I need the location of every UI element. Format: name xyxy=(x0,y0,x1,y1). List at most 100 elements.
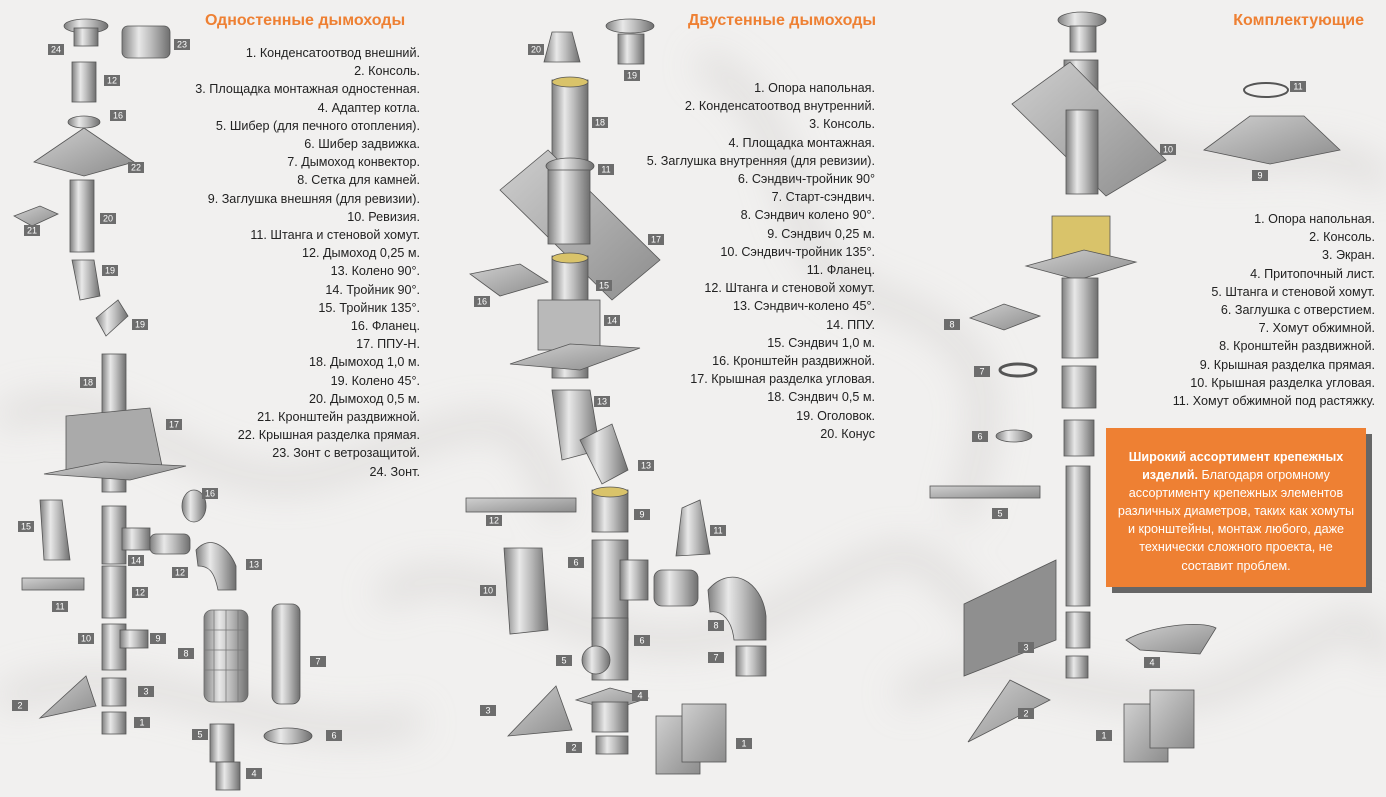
promo-headline: Широкий ассортимент крепежных изделий. xyxy=(1128,450,1344,483)
list-item: 2. Конденсатоотвод внутренний. xyxy=(684,99,875,114)
list-item: 10. Сэндвич-тройник 135°. xyxy=(720,244,875,259)
list-item: 5. Шибер (для печного отопления). xyxy=(215,118,420,133)
svg-text:18: 18 xyxy=(83,378,93,388)
svg-text:1: 1 xyxy=(1101,731,1106,741)
section-title-single-wall: Одностенные дымоходы xyxy=(205,12,406,29)
svg-text:16: 16 xyxy=(477,297,487,307)
list-item: 19. Оголовок. xyxy=(796,408,875,423)
list-item: 7. Хомут обжимной. xyxy=(1258,321,1375,336)
list-item: 10. Крышная разделка угловая. xyxy=(1190,375,1375,390)
double-wall-parts xyxy=(465,18,767,775)
list-item: 4. Адаптер котла. xyxy=(317,100,420,115)
svg-text:6: 6 xyxy=(977,432,982,442)
list-item: 22. Крышная разделка прямая. xyxy=(237,428,420,443)
part-number-tags: 24 23 12 16 22 20 21 19 19 18 17 16 15 1… xyxy=(12,39,1306,779)
list-item: 9. Крышная разделка прямая. xyxy=(1199,357,1375,372)
promo-box: Широкий ассортимент крепежных изделий. Б… xyxy=(1106,428,1366,587)
svg-text:9: 9 xyxy=(155,634,160,644)
list-item: 12. Дымоход 0,25 м. xyxy=(301,246,420,261)
svg-text:14: 14 xyxy=(131,556,141,566)
svg-text:13: 13 xyxy=(249,560,259,570)
list-item: 7. Старт-сэндвич. xyxy=(771,190,875,205)
svg-text:3: 3 xyxy=(143,687,148,697)
svg-text:3: 3 xyxy=(1023,643,1028,653)
list-item: 14. Тройник 90°. xyxy=(325,282,420,297)
svg-text:21: 21 xyxy=(27,226,37,236)
list-item: 3. Консоль. xyxy=(809,117,875,132)
svg-text:4: 4 xyxy=(1149,658,1154,668)
list-item: 13. Сэндвич-колено 45°. xyxy=(732,299,875,314)
list-item: 17. ППУ-Н. xyxy=(356,337,420,352)
svg-text:4: 4 xyxy=(251,769,256,779)
list-item: 5. Заглушка внутренняя (для ревизии). xyxy=(646,153,875,168)
svg-text:7: 7 xyxy=(315,657,320,667)
list-item: 9. Заглушка внешняя (для ревизии). xyxy=(207,191,420,206)
svg-text:10: 10 xyxy=(1163,145,1173,155)
svg-text:14: 14 xyxy=(607,316,617,326)
svg-text:19: 19 xyxy=(135,320,145,330)
list-item: 18. Сэндвич 0,5 м. xyxy=(767,390,875,405)
svg-text:23: 23 xyxy=(177,40,187,50)
svg-text:8: 8 xyxy=(949,320,954,330)
svg-text:13: 13 xyxy=(597,397,607,407)
list-item: 9. Сэндвич 0,25 м. xyxy=(767,226,875,241)
list-item: 8. Кронштейн раздвижной. xyxy=(1219,339,1375,354)
list-item: 15. Сэндвич 1,0 м. xyxy=(767,335,875,350)
svg-text:19: 19 xyxy=(627,71,637,81)
svg-text:2: 2 xyxy=(1023,709,1028,719)
svg-text:20: 20 xyxy=(103,214,113,224)
list-item: 1. Опора напольная. xyxy=(754,81,875,95)
list-item: 8. Сетка для камней. xyxy=(297,173,420,188)
list-item: 8. Сэндвич колено 90°. xyxy=(740,208,875,223)
list-item: 24. Зонт. xyxy=(369,464,420,479)
promo-text: Благодаря огромному ассортименту крепежн… xyxy=(1117,468,1355,573)
svg-text:13: 13 xyxy=(641,461,651,471)
svg-text:6: 6 xyxy=(331,731,336,741)
list-item: 17. Крышная разделка угловая. xyxy=(690,372,875,387)
svg-text:7: 7 xyxy=(979,367,984,377)
svg-text:12: 12 xyxy=(175,568,185,578)
svg-text:11: 11 xyxy=(713,526,722,536)
svg-text:5: 5 xyxy=(197,730,202,740)
svg-text:18: 18 xyxy=(595,118,605,128)
svg-text:22: 22 xyxy=(131,163,141,173)
list-item: 18. Дымоход 1,0 м. xyxy=(308,355,420,370)
svg-text:7: 7 xyxy=(713,653,718,663)
svg-text:17: 17 xyxy=(651,235,661,245)
section-title-accessories: Комплектующие xyxy=(1233,12,1364,29)
list-item: 11. Хомут обжимной под растяжку. xyxy=(1172,394,1375,409)
list-item: 12. Штанга и стеновой хомут. xyxy=(704,281,875,296)
svg-text:17: 17 xyxy=(169,420,179,430)
svg-text:1: 1 xyxy=(741,739,746,749)
list-item: 4. Площадка монтажная. xyxy=(728,135,875,150)
list-item: 6. Сэндвич-тройник 90° xyxy=(737,172,875,187)
list-item: 20. Конус xyxy=(820,426,875,441)
svg-text:9: 9 xyxy=(639,510,644,520)
accessories-parts-list: 1. Опора напольная.2. Консоль.3. Экран.4… xyxy=(1173,210,1375,410)
svg-text:11: 11 xyxy=(1293,82,1302,92)
single-wall-parts xyxy=(13,18,313,791)
list-item: 5. Штанга и стеновой хомут. xyxy=(1211,284,1375,299)
svg-text:3: 3 xyxy=(485,706,490,716)
svg-text:15: 15 xyxy=(21,522,31,532)
svg-text:10: 10 xyxy=(81,634,91,644)
svg-text:2: 2 xyxy=(17,701,22,711)
svg-text:5: 5 xyxy=(997,509,1002,519)
list-item: 16. Кронштейн раздвижной. xyxy=(712,354,875,369)
svg-text:11: 11 xyxy=(55,602,64,612)
svg-text:11: 11 xyxy=(601,165,610,175)
svg-text:9: 9 xyxy=(1257,171,1262,181)
list-item: 16. Фланец. xyxy=(350,319,420,334)
list-item: 6. Заглушка с отверстием. xyxy=(1220,303,1375,318)
list-item: 1. Опора напольная. xyxy=(1254,212,1375,226)
svg-text:1: 1 xyxy=(139,718,144,728)
double-wall-parts-list: 1. Опора напольная. 2. Конденсатоотвод вн… xyxy=(647,79,875,443)
list-item: 3. Площадка монтажная одностенная. xyxy=(195,82,420,97)
svg-text:6: 6 xyxy=(573,558,578,568)
list-item: 1. Конденсатоотвод внешний. xyxy=(245,46,420,60)
section-title-double-wall: Двустенные дымоходы xyxy=(688,12,877,29)
list-item: 20. Дымоход 0,5 м. xyxy=(308,391,420,406)
single-wall-parts-list: 1. Конденсатоотвод внешний.2. Консоль.3.… xyxy=(195,44,420,481)
svg-text:5: 5 xyxy=(561,656,566,666)
list-item: 23. Зонт с ветрозащитой. xyxy=(272,446,420,461)
